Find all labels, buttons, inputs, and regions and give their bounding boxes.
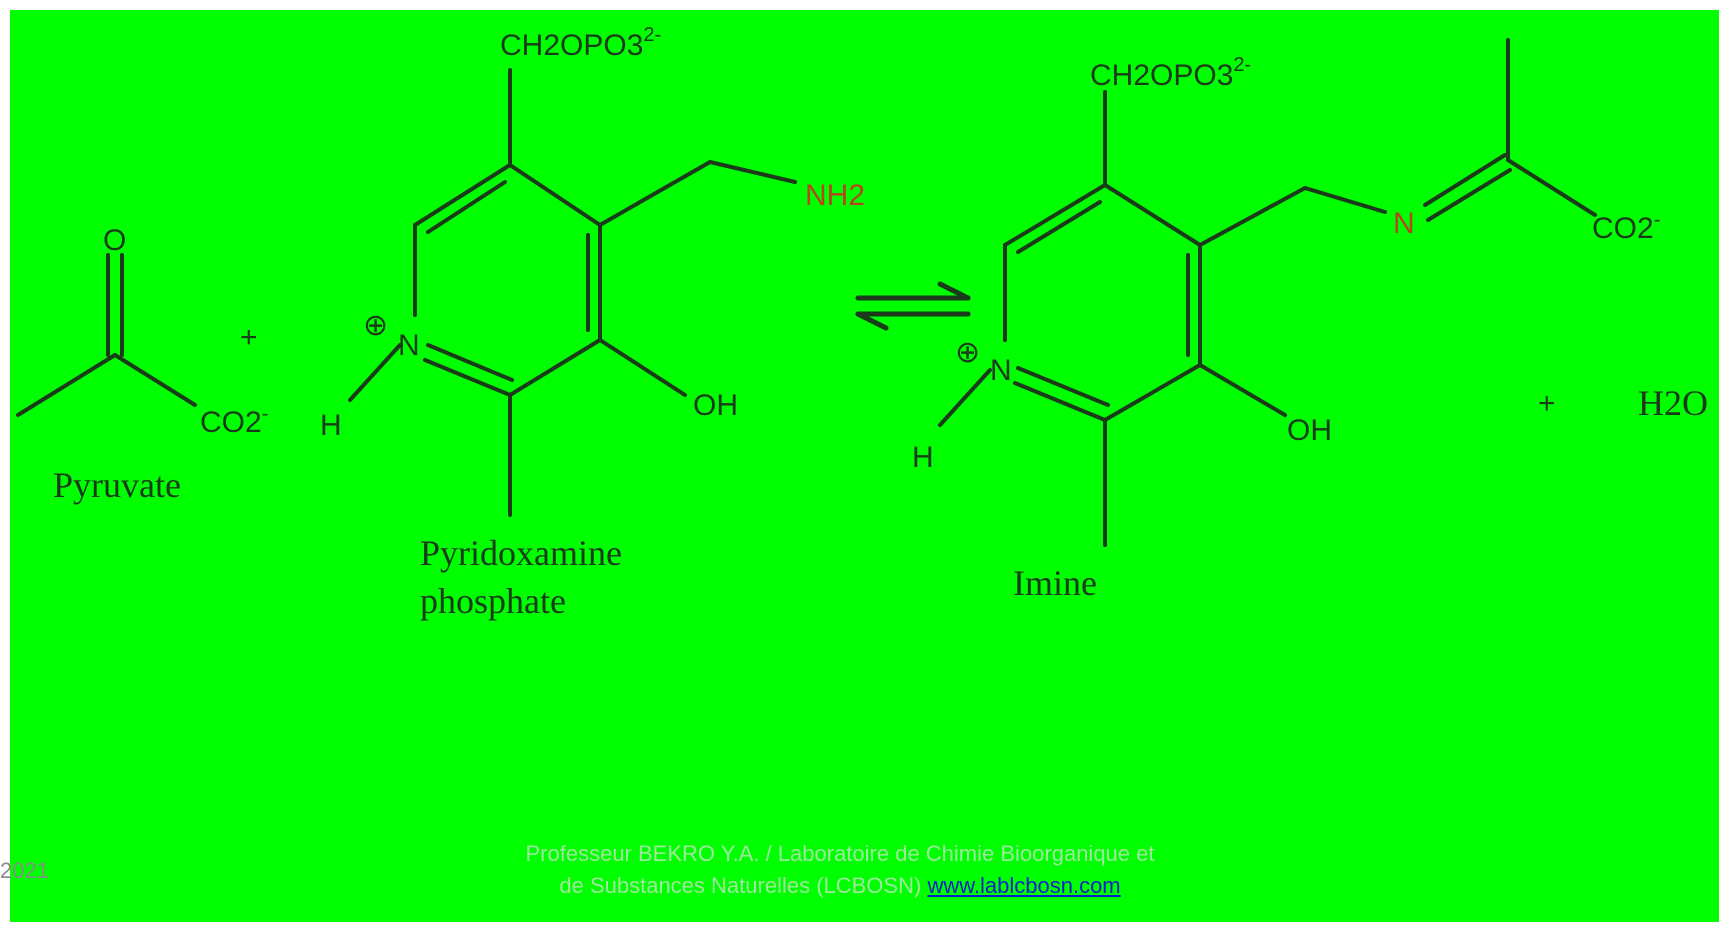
pyruvate-label: Pyruvate: [53, 465, 181, 505]
right-ring-n-hydrogen: H: [912, 441, 934, 474]
left-phosphate-group: CH2OPO32-: [500, 24, 661, 62]
amine-group: NH2: [805, 179, 865, 212]
left-hydroxyl: OH: [693, 389, 738, 422]
footer-credit: Professeur BEKRO Y.A. / Laboratoire de C…: [470, 838, 1210, 902]
right-carboxylate: CO2-: [1592, 209, 1660, 245]
credit-line-2: de Substances Naturelles (LCBOSN) www.la…: [470, 870, 1210, 902]
left-ring-n-hydrogen: H: [320, 409, 342, 442]
pyruvate-carboxylate: CO2-: [200, 403, 268, 439]
plus-sign-1: +: [240, 321, 258, 354]
right-ring-bonds: [938, 38, 1597, 547]
right-ring-charge: ⊕: [955, 336, 980, 369]
reaction-panel: [10, 10, 1719, 922]
right-phosphate-group: CH2OPO32-: [1090, 54, 1251, 92]
credit-line-2-text: de Substances Naturelles (LCBOSN): [559, 873, 922, 898]
website-link[interactable]: www.lablcbosn.com: [927, 873, 1121, 898]
pyruvate-carbonyl-o: O: [103, 224, 126, 257]
left-ring-charge: ⊕: [363, 309, 388, 342]
left-ring-nitrogen: N: [398, 329, 420, 362]
right-hydroxyl: OH: [1287, 414, 1332, 447]
equilibrium-arrow: [855, 281, 971, 331]
pyruvate-bonds: [16, 253, 197, 417]
left-ring-bonds: [348, 68, 797, 517]
left-ring-label-line1: Pyridoxamine: [420, 533, 622, 573]
water-label: H2O: [1638, 383, 1708, 423]
left-ring-label-line2: phosphate: [420, 581, 566, 621]
footer-date: 2021: [0, 858, 49, 883]
plus-sign-2: +: [1538, 387, 1556, 420]
imine-nitrogen: N: [1393, 207, 1415, 240]
imine-label: Imine: [1013, 563, 1097, 603]
credit-line-1: Professeur BEKRO Y.A. / Laboratoire de C…: [525, 841, 1155, 866]
right-ring-nitrogen: N: [990, 354, 1012, 387]
